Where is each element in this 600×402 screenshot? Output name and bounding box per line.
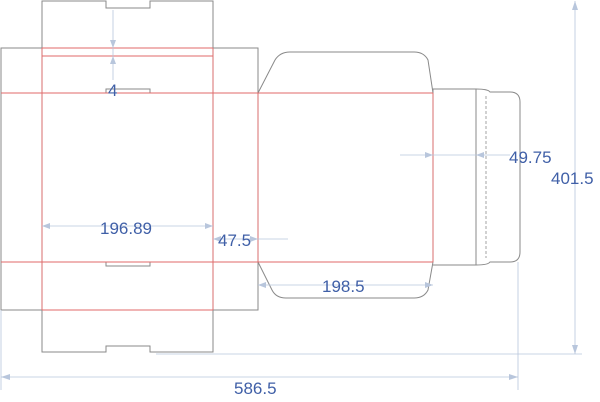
- dimension-lines: [0, 1, 582, 390]
- arrow-tab-top: [110, 40, 116, 48]
- left-side-panel: [0, 47, 43, 311]
- arrow-width-left: [1, 374, 10, 380]
- arrow-panel-right: [205, 223, 213, 229]
- arrow-flap-right: [250, 236, 258, 242]
- arrow-panel-left: [42, 223, 50, 229]
- lid-top-flap: [257, 51, 434, 94]
- arrow-width-right: [509, 374, 518, 380]
- arrow-flap-left: [213, 236, 221, 242]
- fold-lines: [1, 47, 434, 311]
- bottom-tuck-flap: [41, 310, 214, 353]
- lid-bottom-flap: [257, 261, 434, 299]
- arrow-tab-bottom: [110, 56, 116, 64]
- top-tuck-flap: [41, 0, 214, 48]
- arrow-lid-right: [425, 282, 433, 288]
- dim-label-width: 586.5: [234, 379, 277, 398]
- dim-label-tab: 4: [108, 81, 117, 100]
- tuck-tab: [432, 88, 521, 266]
- right-side-panel: [212, 47, 259, 311]
- dim-label-depth: 49.75: [509, 148, 552, 167]
- dim-label-height: 401.5: [551, 169, 594, 188]
- dim-label-panel: 196.89: [100, 219, 152, 238]
- lid-panel: [257, 93, 434, 262]
- dimension-labels: 4 196.89 47.5 49.75 401.5 198.5 586.5: [100, 81, 594, 398]
- arrow-depth-left: [425, 152, 433, 158]
- arrow-height-top: [572, 1, 578, 10]
- arrow-lid-left: [258, 282, 266, 288]
- dim-label-flap: 47.5: [218, 231, 251, 250]
- slot-bottom: [105, 261, 151, 267]
- cut-lines: [0, 0, 521, 353]
- arrow-height-bottom: [572, 345, 578, 354]
- arrow-depth-right: [476, 152, 484, 158]
- main-panel: [41, 47, 214, 311]
- dim-label-lid: 198.5: [322, 277, 365, 296]
